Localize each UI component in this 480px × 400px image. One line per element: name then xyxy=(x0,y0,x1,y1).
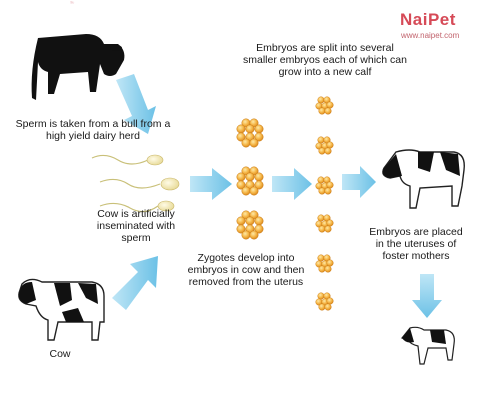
zygote-cluster-icon xyxy=(237,119,263,239)
paw-logo-icon xyxy=(70,1,75,4)
step-split-text: Embryos are split into several smaller e… xyxy=(243,42,407,78)
logo-name: NaiPet xyxy=(400,10,456,29)
arrow-to-split-icon xyxy=(272,168,312,200)
sperm-icon xyxy=(91,154,180,213)
arrow-to-foster-icon xyxy=(342,166,376,198)
step-sperm-text: Sperm is taken from a bull from a high y… xyxy=(15,118,171,142)
cow-icon xyxy=(18,278,105,341)
bull-icon xyxy=(31,34,125,100)
arrow-to-calf-icon xyxy=(412,274,442,318)
step-cow-text: Cow xyxy=(49,348,71,360)
step-insemination-text: Cow is artificially inseminated with spe… xyxy=(96,208,176,244)
arrow-to-zygotes-icon xyxy=(190,168,232,200)
calf-icon xyxy=(400,326,455,365)
logo-url: www.naipet.com xyxy=(401,31,460,40)
split-embryos-icon xyxy=(315,96,334,311)
arrow-bull-down-icon xyxy=(116,74,156,134)
step-placed-text: Embryos are placed in the uteruses of fo… xyxy=(369,226,463,262)
step-zygotes-text: Zygotes develop into embryos in cow and … xyxy=(187,252,305,288)
foster-cow-icon xyxy=(382,149,465,209)
arrow-cow-up-icon xyxy=(112,256,158,310)
